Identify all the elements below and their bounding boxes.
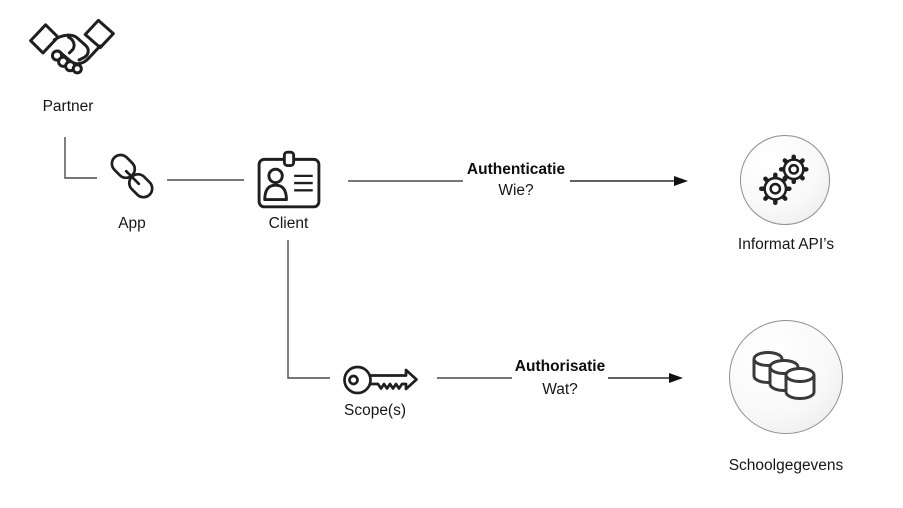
id-badge-icon bbox=[257, 150, 321, 209]
node-partner bbox=[28, 16, 116, 82]
authenticatie-title: Authenticatie bbox=[466, 161, 566, 178]
app-label: App bbox=[118, 215, 146, 232]
arrowhead-authorisatie bbox=[669, 373, 683, 383]
database-icon bbox=[752, 351, 816, 400]
partner-label: Partner bbox=[42, 98, 94, 115]
schoolgegevens-label: Schoolgegevens bbox=[728, 457, 844, 474]
informat-apis-label: Informat API’s bbox=[737, 236, 835, 253]
authorisatie-subtitle: Wat? bbox=[542, 381, 578, 398]
arrowhead-authenticatie bbox=[674, 176, 688, 186]
handshake-icon bbox=[29, 18, 115, 75]
key-icon bbox=[343, 365, 418, 395]
node-schoolgegevens bbox=[729, 320, 843, 434]
node-app bbox=[104, 149, 162, 207]
connector-client-scopes bbox=[287, 240, 330, 379]
chain-link-icon bbox=[110, 153, 154, 199]
authorisatie-title: Authorisatie bbox=[514, 358, 606, 375]
gears-icon bbox=[759, 154, 809, 205]
connector-partner-app bbox=[64, 137, 97, 179]
db-cylinder-front bbox=[784, 367, 816, 400]
node-scopes bbox=[342, 361, 420, 397]
scopes-label: Scope(s) bbox=[343, 402, 407, 419]
node-informat-apis bbox=[740, 135, 830, 225]
client-label: Client bbox=[268, 215, 309, 232]
authenticatie-subtitle: Wie? bbox=[498, 182, 534, 199]
node-client bbox=[256, 150, 322, 210]
